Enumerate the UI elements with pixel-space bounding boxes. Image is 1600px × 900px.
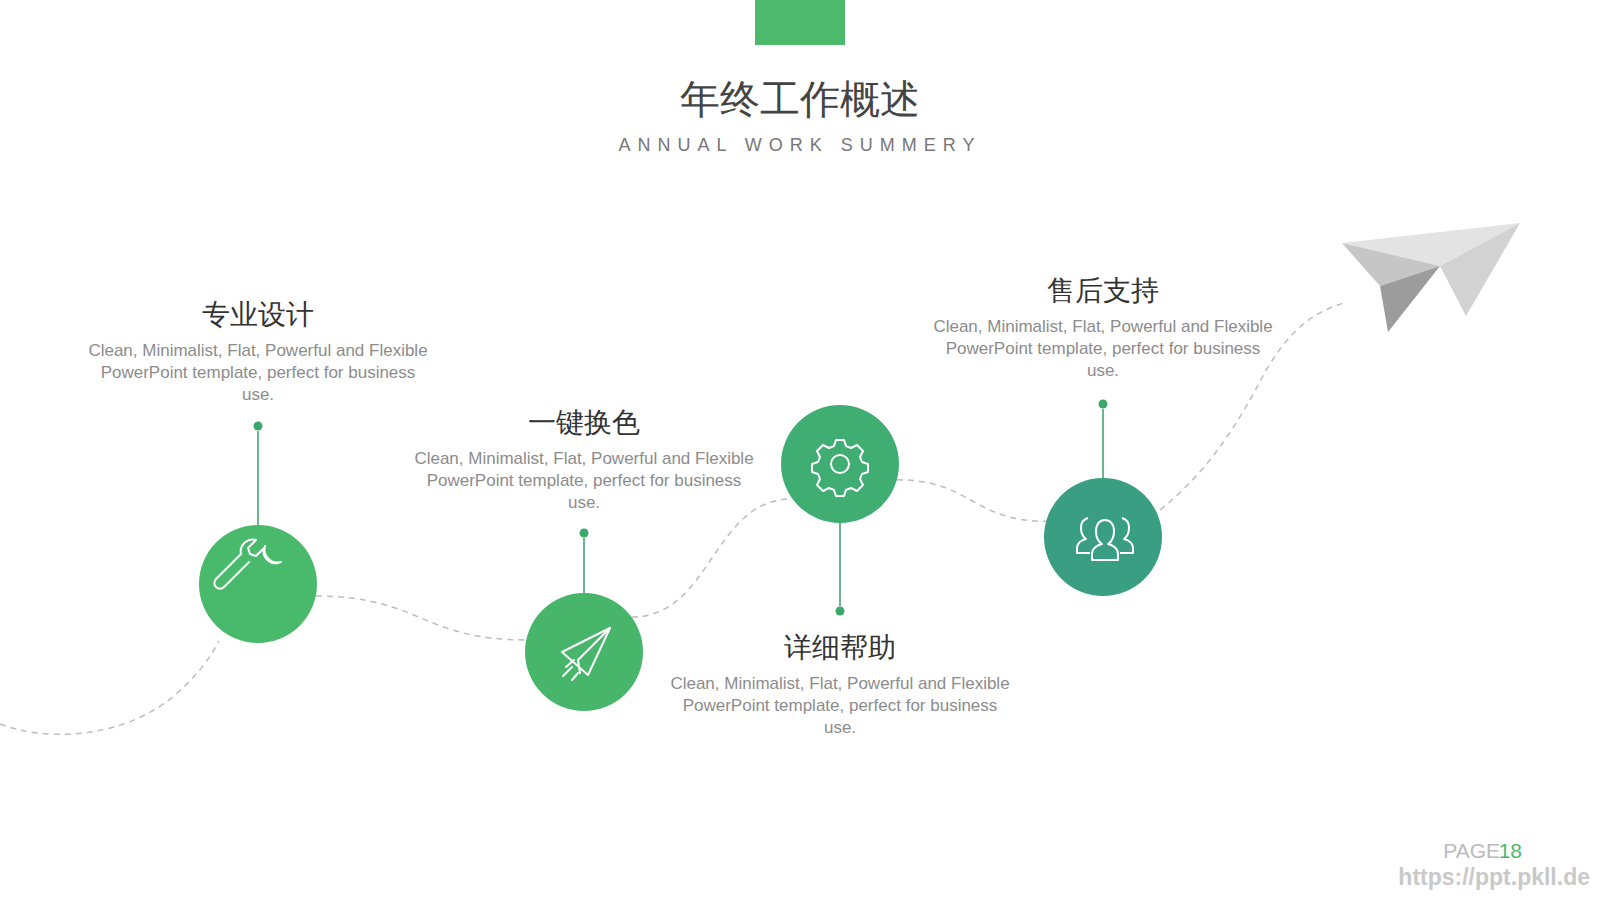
text-block: 详细帮助 Clean, Minimalist, Flat, Powerful an… xyxy=(665,631,1015,739)
text-block: 一键换色 Clean, Minimalist, Flat, Powerful an… xyxy=(409,406,759,514)
watermark: https://ppt.pkll.de xyxy=(1398,863,1590,891)
icon-circle: 售后支持Clean, Minimalist, Flat, Powerful an… xyxy=(1044,478,1162,596)
slide-title: 年终工作概述 xyxy=(0,74,1600,124)
dashed-connector xyxy=(316,596,526,640)
page-word: PAGE xyxy=(1443,838,1500,864)
paper-plane xyxy=(1342,223,1520,332)
leader-dot xyxy=(836,607,845,616)
leader-dot xyxy=(580,529,589,538)
dashed-trail xyxy=(0,641,219,734)
icon-circle: 一键换色Clean, Minimalist, Flat, Powerful an… xyxy=(525,593,643,711)
leader-dot xyxy=(254,422,263,431)
subtitle: ANNUAL WORK SUMMERY xyxy=(0,133,1600,157)
icon-circle: 专业设计Clean, Minimalist, Flat, Powerful an… xyxy=(199,525,317,643)
item-heading: 详细帮助 xyxy=(665,631,1015,665)
item-body: Clean, Minimalist, Flat, Powerful and Fl… xyxy=(83,340,433,406)
leader-line xyxy=(583,538,585,593)
leader-line xyxy=(257,431,259,525)
item-heading: 专业设计 xyxy=(83,298,433,332)
item-heading: 售后支持 xyxy=(928,274,1278,308)
item-body: Clean, Minimalist, Flat, Powerful and Fl… xyxy=(409,448,759,514)
leader-line xyxy=(839,523,841,606)
top-bar xyxy=(755,0,845,45)
page-number: 18 xyxy=(1499,838,1522,864)
icon-circle: 详细帮助Clean, Minimalist, Flat, Powerful an… xyxy=(781,405,899,523)
text-block: 售后支持 Clean, Minimalist, Flat, Powerful an… xyxy=(928,274,1278,382)
item-body: Clean, Minimalist, Flat, Powerful and Fl… xyxy=(665,673,1015,739)
dashed-connector xyxy=(897,480,1046,521)
leader-line xyxy=(1102,409,1104,478)
dashed-connector xyxy=(632,499,793,617)
item-body: Clean, Minimalist, Flat, Powerful and Fl… xyxy=(928,316,1278,382)
item-heading: 一键换色 xyxy=(409,406,759,440)
leader-dot xyxy=(1099,400,1108,409)
text-block: 专业设计 Clean, Minimalist, Flat, Powerful an… xyxy=(83,298,433,406)
